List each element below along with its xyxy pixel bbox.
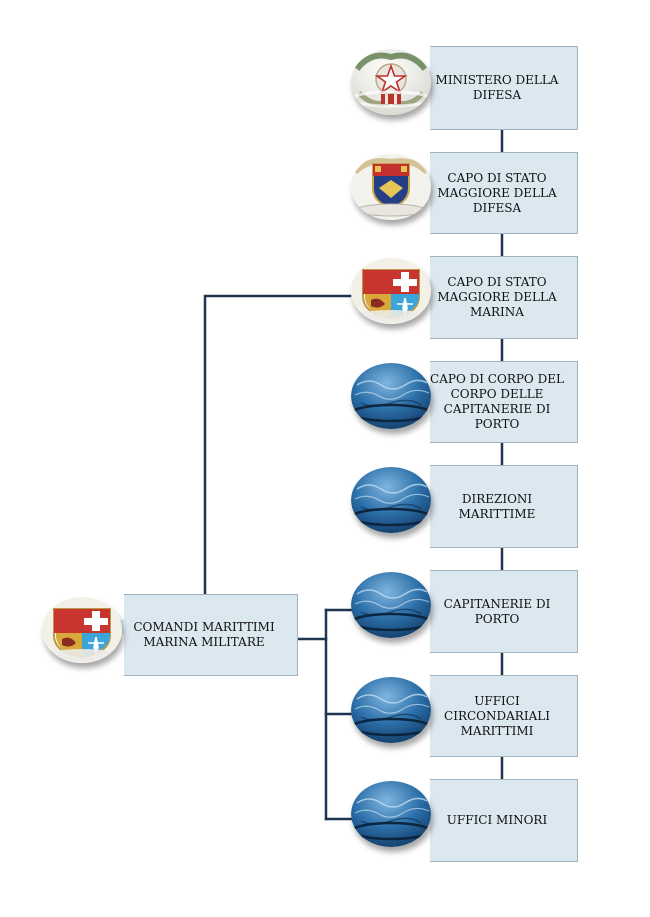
node-box-direzioni: DIREZIONI MARITTIME bbox=[416, 465, 578, 548]
water-disc-icon bbox=[351, 781, 431, 847]
navy-crest-icon bbox=[42, 597, 122, 663]
node-box-capitanerie: CAPITANERIE DI PORTO bbox=[416, 570, 578, 653]
node-label-capo-difesa: CAPO DI STATO MAGGIORE DELLA DIFESA bbox=[437, 170, 557, 215]
navy-crest-icon bbox=[351, 258, 431, 324]
node-box-ministero: MINISTERO DELLA DIFESA bbox=[416, 46, 578, 130]
node-box-uffici-minori: UFFICI MINORI bbox=[416, 779, 578, 862]
node-label-comandi: COMANDI MARITTIMI MARINA MILITARE bbox=[133, 620, 275, 649]
node-box-capo-marina: CAPO DI STATO MAGGIORE DELLA MARINA bbox=[416, 256, 578, 339]
node-box-capo-difesa: CAPO DI STATO MAGGIORE DELLA DIFESA bbox=[416, 152, 578, 234]
water-disc-icon bbox=[351, 572, 431, 638]
defense-staff-crest-icon bbox=[351, 154, 431, 220]
node-label-uffici-circondariali: UFFICI CIRCONDARIALI MARITTIMI bbox=[444, 693, 550, 738]
connector-capo-marina-comandi bbox=[203, 294, 352, 595]
node-box-comandi: COMANDI MARITTIMI MARINA MILITARE bbox=[110, 594, 298, 676]
node-label-direzioni: DIREZIONI MARITTIME bbox=[458, 491, 536, 521]
italian-republic-emblem-icon bbox=[351, 49, 431, 115]
node-label-capo-marina: CAPO DI STATO MAGGIORE DELLA MARINA bbox=[437, 275, 557, 319]
node-box-uffici-circondariali: UFFICI CIRCONDARIALI MARITTIMI bbox=[416, 675, 578, 757]
node-box-capo-capitanerie: CAPO DI CORPO DEL CORPO DELLE CAPITANERI… bbox=[416, 361, 578, 443]
water-disc-icon bbox=[351, 363, 431, 429]
node-label-capitanerie: CAPITANERIE DI PORTO bbox=[443, 596, 551, 626]
water-disc-icon bbox=[351, 467, 431, 533]
node-label-capo-capitanerie: CAPO DI CORPO DEL CORPO DELLE CAPITANERI… bbox=[430, 372, 564, 431]
node-label-uffici-minori: UFFICI MINORI bbox=[446, 813, 548, 827]
node-label-ministero: MINISTERO DELLA DIFESA bbox=[435, 73, 559, 102]
water-disc-icon bbox=[351, 677, 431, 743]
